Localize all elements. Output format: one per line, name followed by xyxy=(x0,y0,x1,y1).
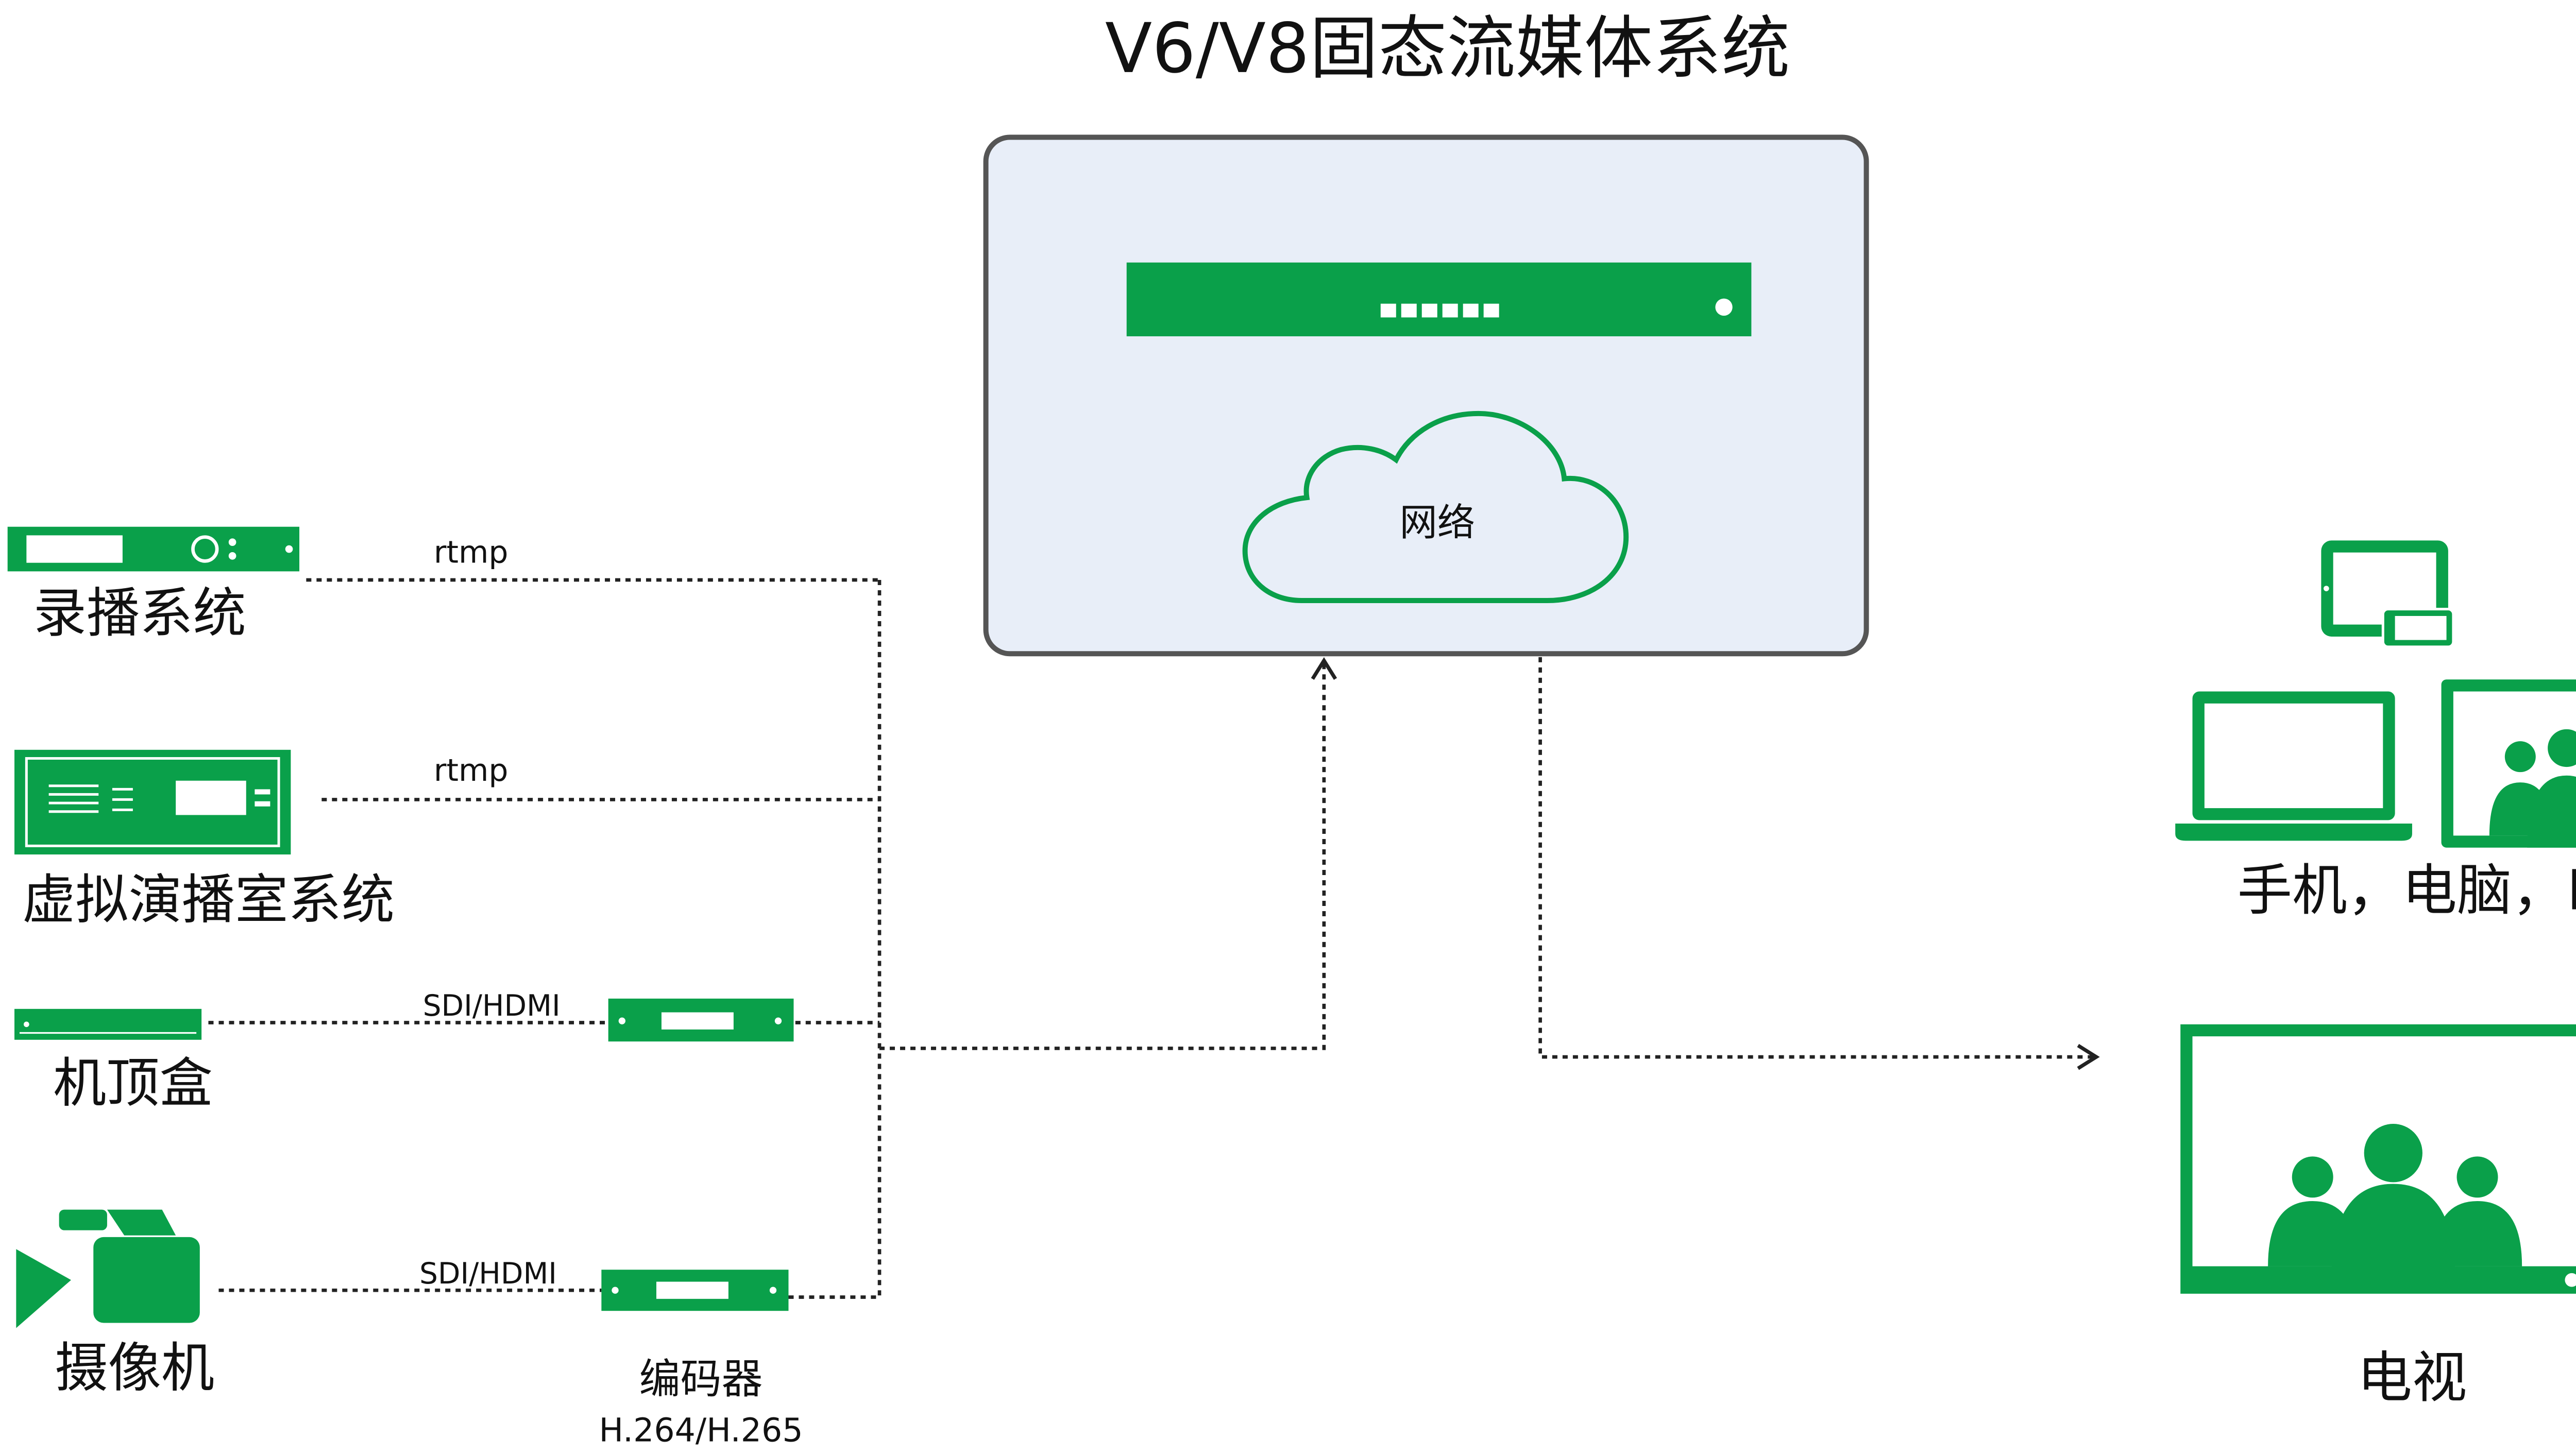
uplink-to-system xyxy=(879,657,1337,1050)
monitor-icon xyxy=(2441,679,2576,848)
diagram-title: V6/V8固态流媒体系统 xyxy=(1105,9,1790,89)
media-system-panel: 网络 xyxy=(983,134,1869,657)
downlink-to-tv xyxy=(1538,657,2100,1070)
recording-link-label: rtmp xyxy=(434,535,509,571)
set-top-box-icon xyxy=(14,1008,202,1040)
phone-icon xyxy=(2381,608,2455,648)
camera-link-label: SDI/HDMI xyxy=(419,1257,557,1291)
studio-server-icon xyxy=(14,749,291,855)
virtual-studio-label: 虚拟演播室系统 xyxy=(22,869,395,931)
encoder-icon xyxy=(608,998,794,1042)
tv-icon xyxy=(2180,1024,2576,1294)
camera-label: 摄像机 xyxy=(55,1338,214,1399)
encoder-codec-label: H.264/H.265 xyxy=(599,1411,803,1449)
connection-lines xyxy=(208,578,2100,1299)
encoder-label: 编码器 xyxy=(639,1355,763,1403)
encoder-icon xyxy=(601,1270,789,1311)
devices-label: 手机，电脑，PAD xyxy=(2238,859,2576,923)
media-server-icon xyxy=(1126,262,1752,336)
set-top-box-label: 机顶盒 xyxy=(53,1053,213,1115)
network-label: 网络 xyxy=(1399,501,1475,544)
people-icon xyxy=(2489,729,2576,848)
studio-link-label: rtmp xyxy=(434,752,509,789)
recording-server-icon xyxy=(7,526,300,572)
recording-system-label: 录播系统 xyxy=(33,583,246,644)
stb-link-label: SDI/HDMI xyxy=(423,989,561,1023)
tv-label: 电视 xyxy=(2357,1346,2467,1410)
laptop-icon xyxy=(2175,691,2412,841)
network-cloud-icon xyxy=(1242,410,1629,603)
video-camera-icon xyxy=(16,1209,200,1328)
people-icon xyxy=(2268,1124,2522,1278)
